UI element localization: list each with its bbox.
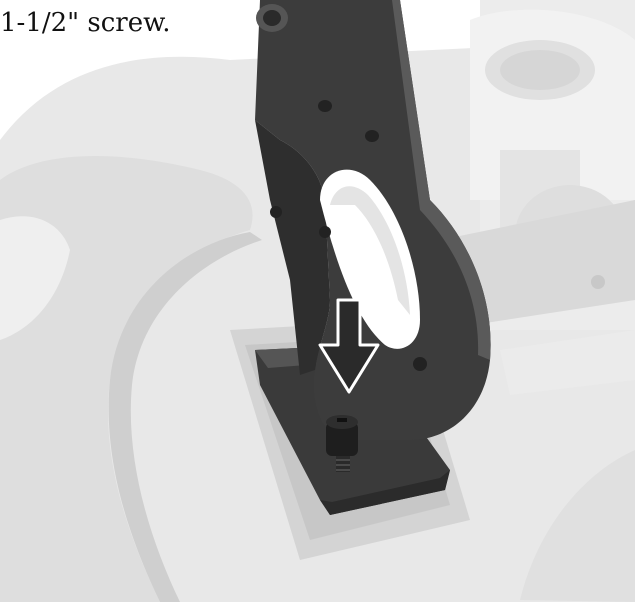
screw-icon [326, 415, 358, 472]
bracket [255, 0, 491, 440]
instruction-caption: 1-1/2" screw. [0, 8, 171, 38]
down-arrow-icon [318, 298, 380, 394]
bracket-holes [270, 100, 427, 371]
background-machinery [440, 0, 635, 602]
